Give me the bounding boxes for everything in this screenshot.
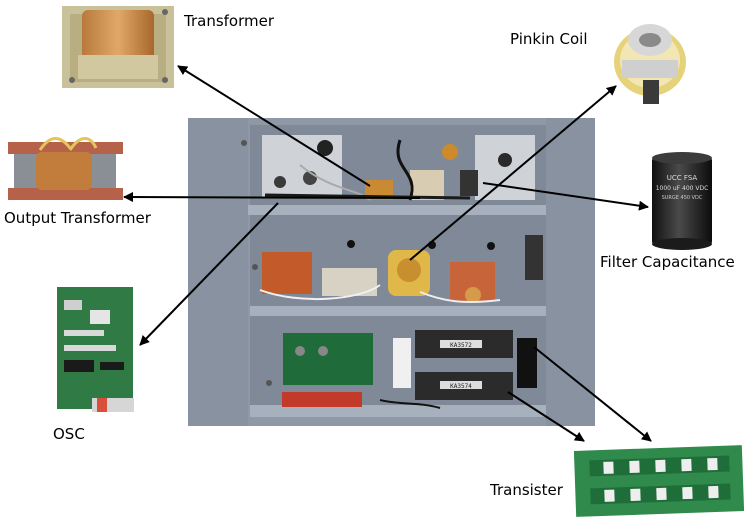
arrow-osc [139, 202, 279, 346]
shelf-middle [250, 306, 546, 316]
capacitor-surge-text: SURGE 450 VDC [662, 195, 703, 201]
capacitor-rating-text: 1000 uF 400 VDC [656, 185, 709, 192]
filter-capacitor-photo: UCC FSA 1000 uF 400 VDC SURGE 450 VDC [652, 152, 712, 250]
cooling-fan-middle [525, 235, 543, 280]
label-output-transformer: Output Transformer [4, 209, 151, 227]
arrow-transister-lower [507, 391, 585, 442]
output-transformer-assembly [262, 252, 312, 294]
arrow-pinkin-coil [409, 85, 617, 261]
output-transformer-in-cabinet [410, 170, 444, 200]
capacitor-brand-text: UCC FSA [667, 174, 698, 182]
lower-module-label: KA3574 [450, 383, 472, 390]
label-osc: OSC [53, 425, 85, 443]
osc-board-in-cabinet [283, 333, 373, 385]
callout-arrows [123, 65, 652, 442]
arrow-transformer [177, 65, 371, 187]
transistor-board-photo [573, 445, 745, 517]
shelf-bottom [250, 405, 546, 417]
osc-board-photo [57, 287, 134, 412]
cooling-fan-bottom [517, 338, 537, 388]
label-pinkin-coil: Pinkin Coil [510, 30, 588, 48]
cabinet-photo: KA3572 KA3574 [188, 118, 595, 426]
arrow-filter-capacitance [482, 182, 649, 211]
arrow-output-transformer [123, 192, 421, 203]
pinkin-coil-photo [614, 24, 686, 104]
shelf-top [246, 205, 546, 215]
arrow-transister-upper [533, 346, 652, 442]
capacitor-row [282, 392, 362, 407]
upper-module-label: KA3572 [450, 342, 472, 349]
label-transister: Transister [490, 481, 563, 499]
transformer-in-cabinet [365, 180, 393, 200]
label-filter-capacitance: Filter Capacitance [600, 253, 735, 271]
transformer-photo [62, 6, 174, 88]
filter-capacitor-in-cabinet [460, 170, 478, 196]
label-transformer: Transformer [184, 12, 275, 30]
output-transformer-photo [8, 137, 123, 200]
